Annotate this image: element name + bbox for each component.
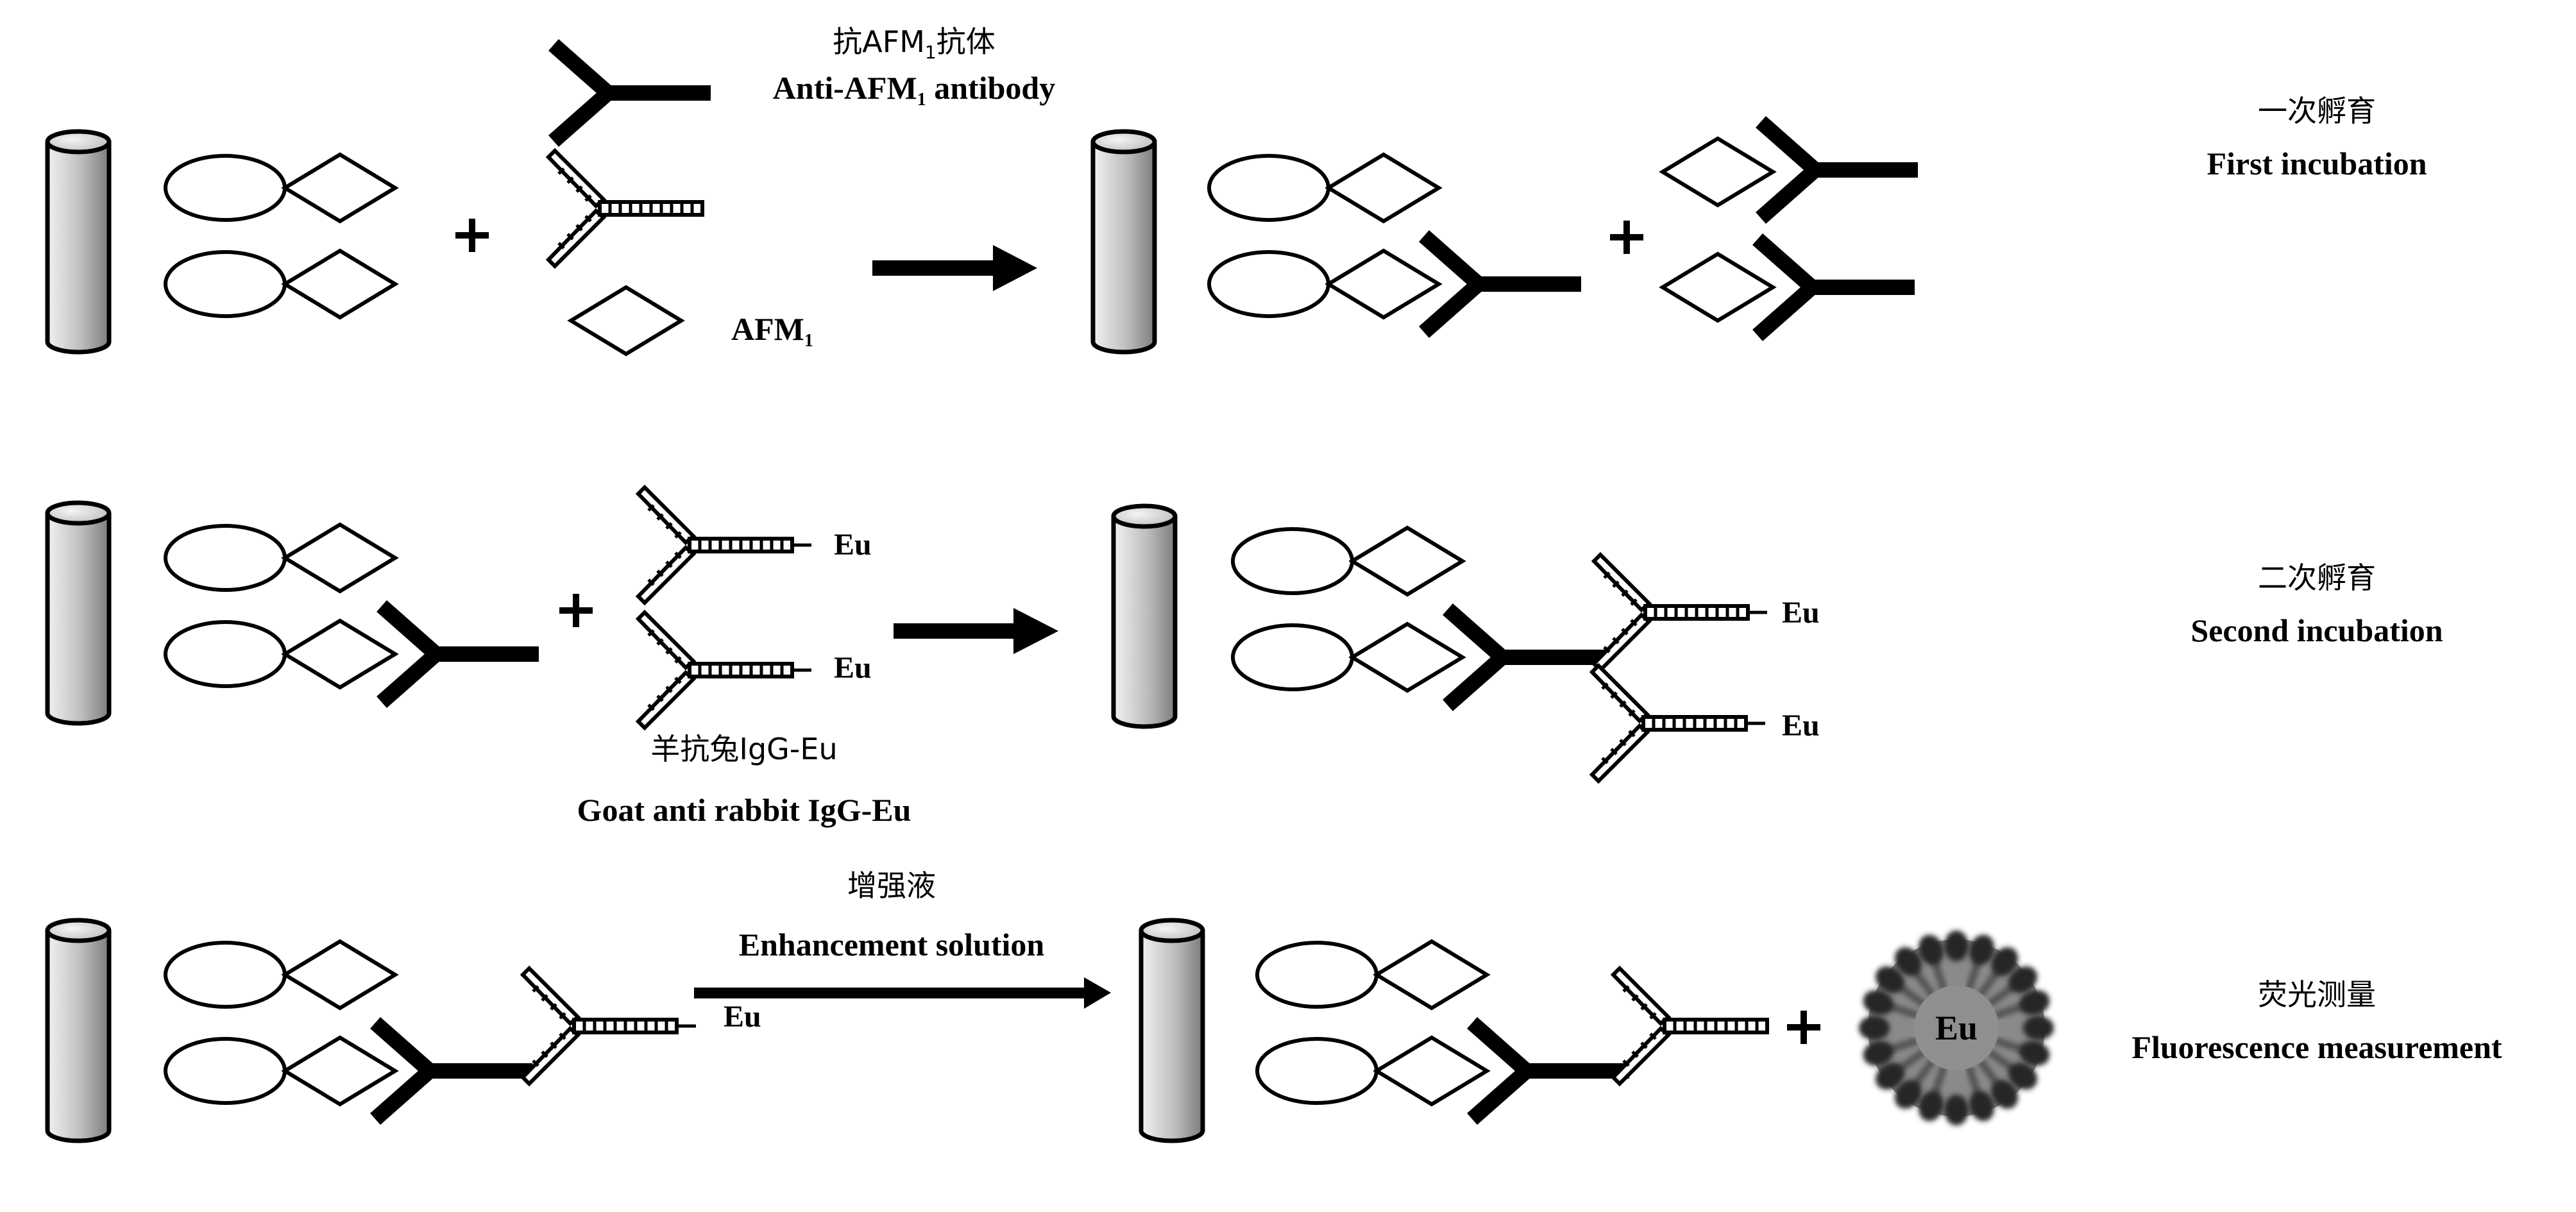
stage-label-en: Second incubation: [2190, 612, 2443, 648]
bound-anti-afm1-antibody-icon: [1424, 236, 1581, 332]
micelle-core: [1914, 986, 1999, 1070]
stage-label-cn: 二次孵育: [2257, 560, 2376, 595]
micelle-lobe: [2019, 989, 2050, 1015]
bound-anti-afm1-antibody-icon: [1472, 1023, 1629, 1119]
micelle-lobe: [2008, 1063, 2037, 1090]
coated-antigen-top: [165, 941, 395, 1008]
micelle-lobe: [2019, 1041, 2050, 1066]
coated-antigen-bottom: [165, 1038, 395, 1104]
eu-label: Eu: [724, 1000, 761, 1034]
solid-phase-cylinder: [47, 131, 109, 352]
eu-label: Eu: [834, 651, 872, 685]
afm1-diamond-icon: [571, 287, 681, 354]
stage-label-en: First incubation: [2207, 146, 2427, 181]
enhancement-arrow: [694, 977, 1111, 1009]
micelle-lobe: [1918, 934, 1944, 965]
enhancement-label-cn: 增强液: [847, 868, 936, 903]
micelle-lobe: [1944, 930, 1969, 961]
plus-sign: [1787, 1011, 1820, 1044]
row-fluorescence-measurement: Eu: [47, 920, 2054, 1141]
eu-label: Eu: [1782, 709, 1820, 743]
eu-label: Eu: [834, 528, 872, 562]
micelle-lobe: [2008, 966, 2037, 993]
enhancement-label-en: Enhancement solution: [738, 927, 1045, 963]
bound-anti-afm1-antibody-icon: [1448, 609, 1605, 705]
micelle-lobe: [1894, 1080, 1922, 1109]
anti-afm1-antibody-icon: [1761, 122, 1918, 218]
stage-label-cn: 荧光测量: [2258, 977, 2376, 1012]
reaction-arrow: [894, 608, 1058, 654]
coated-antigen-bottom: [165, 621, 395, 687]
coated-antigen-bottom: [1209, 251, 1439, 317]
coated-antigen-top: [165, 155, 395, 221]
afm1-diamond-icon: [1663, 139, 1773, 205]
solid-phase-cylinder: [47, 503, 109, 723]
afm1-diamond-icon: [1663, 254, 1773, 321]
stage-label-cn: 一次孵育: [2258, 94, 2376, 128]
plus-sign: [559, 594, 593, 627]
micelle-lobe: [2023, 1016, 2054, 1040]
coated-antigen-bottom: [165, 251, 395, 317]
micelle-lobe: [1944, 1095, 1969, 1125]
plus-sign: [455, 219, 489, 252]
bound-igg-eu-icon: [523, 968, 696, 1084]
bound-igg-icon: [1613, 968, 1767, 1084]
solid-phase-cylinder: [1141, 920, 1203, 1141]
bound-igg-eu-icon: [1592, 666, 1765, 781]
stage-label-fluorescence-measurement: 荧光测量 Fluorescence measurement: [2131, 980, 2502, 1063]
micelle-lobe: [1991, 947, 2019, 976]
bound-igg-eu-icon: [1594, 555, 1767, 670]
solid-phase-cylinder: [1093, 131, 1155, 352]
coated-antigen-top: [1209, 155, 1439, 221]
micelle-lobe: [1894, 947, 1922, 976]
anti-afm1-antibody-label-en: Anti-AFM1 antibody: [772, 70, 1056, 110]
plus-sign: [1610, 221, 1643, 254]
goat-anti-rabbit-igg-eu-icon: [638, 487, 811, 603]
eu-label: Eu: [1782, 596, 1820, 630]
micelle-lobe: [1863, 989, 1894, 1015]
micelle-lobe: [1969, 1091, 1995, 1122]
micelle-lobe: [1969, 934, 1995, 965]
solid-phase-cylinder: [1114, 506, 1175, 727]
coated-antigen-top: [165, 525, 395, 591]
solid-phase-cylinder: [47, 920, 109, 1141]
anti-afm1-antibody-icon: [1758, 239, 1915, 335]
micelle-lobe: [1876, 966, 1904, 993]
micelle-lobe: [1859, 1016, 1890, 1040]
micelle-lobe: [1918, 1091, 1944, 1122]
micelle-lobe: [1863, 1041, 1894, 1066]
micelle-eu-label: Eu: [1935, 1009, 1978, 1047]
anti-afm1-antibody-label-cn: 抗AFM1抗体: [833, 24, 996, 63]
igg-eu-label-en: Goat anti rabbit IgG-Eu: [577, 792, 911, 828]
stage-label-first-incubation: 一次孵育 First incubation: [2207, 96, 2427, 180]
igg-eu-label-cn: 羊抗兔IgG-Eu: [650, 732, 838, 766]
coated-antigen-top: [1233, 528, 1462, 594]
coated-antigen-bottom: [1257, 1038, 1487, 1104]
micelle-lobe: [1876, 1063, 1904, 1090]
eu-micelle-icon: Eu: [1859, 930, 2054, 1125]
afm1-label: AFM1: [731, 311, 813, 351]
row-second-incubation: [47, 487, 1767, 781]
stage-label-en: Fluorescence measurement: [2131, 1029, 2502, 1065]
coated-antigen-top: [1257, 941, 1487, 1008]
hatched-antibody-icon: [548, 151, 702, 266]
micelle-lobe: [1991, 1080, 2019, 1109]
row-first-incubation: [47, 45, 1918, 354]
goat-anti-rabbit-igg-eu-icon: [638, 612, 811, 728]
coated-antigen-bottom: [1233, 624, 1462, 691]
bound-anti-afm1-antibody-icon: [382, 606, 539, 702]
stage-label-second-incubation: 二次孵育 Second incubation: [2190, 563, 2443, 646]
anti-afm1-antibody-icon: [554, 45, 711, 141]
reaction-arrow: [872, 245, 1037, 291]
